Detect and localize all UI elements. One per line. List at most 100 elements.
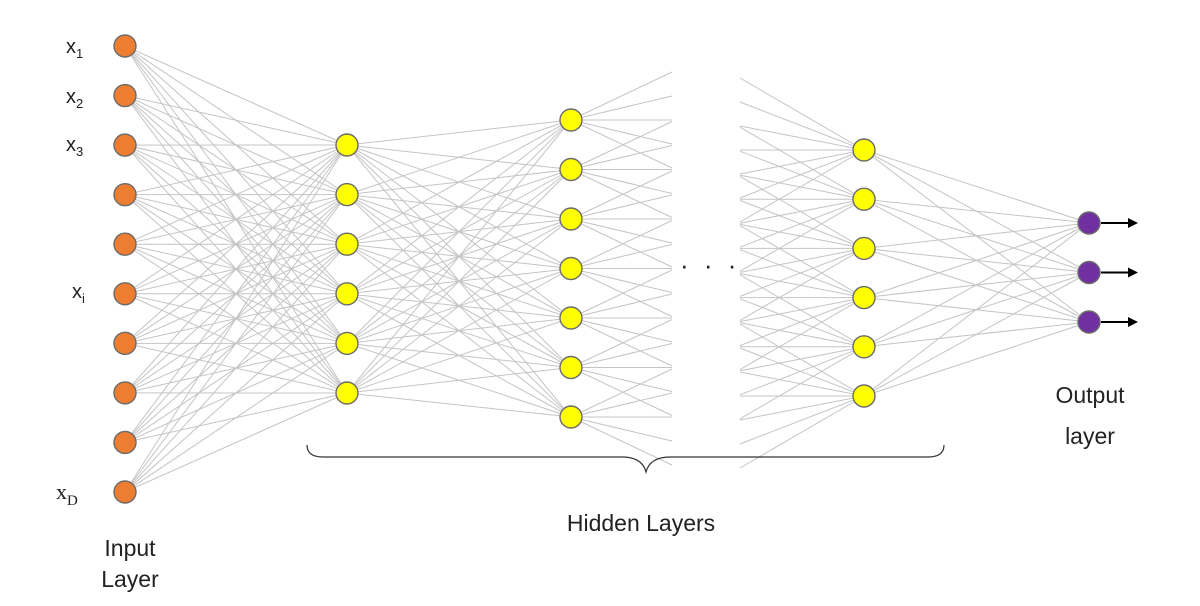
partial-connection-line	[570, 367, 673, 392]
ellipsis-more-layers: · · ·	[680, 250, 740, 280]
partial-connection-line	[570, 317, 673, 343]
partial-connection-line	[570, 244, 673, 269]
partial-connection-line	[739, 298, 865, 348]
input-label-xi: xi	[72, 281, 85, 306]
hidden-node-layer2	[559, 306, 583, 330]
hidden-node-layer2	[559, 405, 583, 429]
partial-connection-line	[739, 273, 865, 299]
connection-line	[124, 194, 348, 493]
input-label-xd: xD	[56, 479, 78, 509]
connection-line	[124, 144, 348, 344]
partial-connection-line	[570, 119, 673, 145]
connection-line	[346, 392, 572, 418]
partial-connection-line	[739, 249, 865, 299]
input-label-x2: x2	[66, 86, 83, 111]
partial-connection-line	[570, 367, 673, 416]
output-arrowhead-icon	[1128, 317, 1138, 327]
partial-connection-line	[739, 126, 865, 200]
hidden-node-layer1	[335, 282, 359, 306]
partial-connection-line	[570, 218, 673, 268]
output-layer-caption-line2: layer	[1065, 423, 1115, 449]
connection-line	[124, 392, 348, 493]
partial-connection-line	[570, 268, 673, 293]
partial-connection-line	[739, 247, 865, 321]
partial-connection-line	[739, 125, 865, 151]
partial-connection-line	[570, 343, 673, 368]
connection-line	[346, 119, 572, 344]
partial-connection-line	[570, 220, 673, 269]
input-node	[113, 133, 137, 157]
connection-line	[346, 119, 572, 245]
partial-connection-line	[570, 71, 673, 121]
partial-connection-line	[739, 198, 865, 272]
hidden-layers-brace	[306, 444, 945, 475]
connection-line	[346, 367, 572, 394]
input-node	[113, 83, 137, 108]
partial-connection-line	[739, 395, 865, 469]
hidden-node-last-layer	[852, 236, 876, 261]
hidden-node-last-layer	[852, 187, 876, 211]
connection-line	[863, 149, 1090, 224]
input-node	[113, 331, 137, 356]
hidden-node-layer2	[559, 207, 583, 231]
hidden-node-last-layer	[852, 138, 876, 162]
partial-connection-line	[570, 416, 673, 466]
partial-connection-line	[739, 297, 865, 347]
input-node	[113, 430, 137, 455]
connection-line	[863, 272, 1090, 397]
partial-connection-line	[739, 274, 865, 348]
connection-line	[124, 144, 348, 295]
partial-connection-line	[570, 268, 673, 317]
partial-connection-line	[739, 175, 865, 249]
partial-connection-line	[739, 347, 865, 397]
partial-connection-line	[570, 169, 673, 218]
partial-connection-line	[739, 297, 865, 371]
connection-line	[346, 317, 572, 394]
partial-connection-line	[739, 225, 865, 299]
partial-connection-line	[739, 149, 865, 223]
partial-connection-line	[739, 323, 865, 397]
partial-connection-line	[570, 368, 673, 418]
connection-line	[124, 45, 348, 146]
connection-line	[346, 218, 572, 394]
partial-connection-line	[570, 416, 673, 442]
connection-line	[124, 144, 348, 493]
hidden-node-layer2	[559, 157, 583, 182]
connection-line	[124, 342, 348, 493]
input-layer-caption-line2: Layer	[101, 566, 159, 592]
partial-connection-line	[739, 322, 865, 348]
partial-connection-line	[570, 293, 673, 319]
input-node	[113, 282, 137, 306]
partial-connection-line	[739, 395, 865, 421]
partial-connection-line	[739, 198, 865, 248]
hidden-node-last-layer	[852, 285, 876, 310]
partial-connection-line	[570, 269, 673, 319]
connection-line	[346, 119, 572, 394]
output-arrowhead-icon	[1128, 218, 1138, 228]
connection-line	[346, 119, 572, 146]
output-node	[1077, 260, 1101, 285]
output-arrowhead-icon	[1128, 267, 1138, 278]
hidden-node-layer1	[335, 331, 359, 356]
connection-line	[124, 293, 348, 493]
hidden-layers-caption: Hidden Layers	[567, 510, 715, 536]
connection-line	[863, 222, 1090, 348]
connection-line	[863, 222, 1090, 299]
input-layer-caption-line1: Input	[104, 535, 156, 561]
partial-connection-line	[570, 145, 673, 170]
hidden-node-layer2	[559, 355, 583, 380]
partial-connection-line	[570, 319, 673, 368]
input-label-x3: x3	[66, 134, 83, 159]
connection-line	[346, 268, 572, 394]
partial-connection-line	[739, 150, 865, 200]
input-node	[113, 381, 137, 405]
hidden-node-layer1	[335, 182, 359, 207]
partial-connection-line	[739, 149, 865, 199]
hidden-node-last-layer	[852, 384, 876, 408]
input-node	[113, 182, 137, 207]
connection-line	[346, 169, 572, 394]
partial-connection-line	[739, 174, 865, 200]
output-layer-caption-line1: Output	[1055, 382, 1125, 408]
partial-connection-line	[570, 392, 673, 418]
network-nodes	[113, 34, 1101, 504]
